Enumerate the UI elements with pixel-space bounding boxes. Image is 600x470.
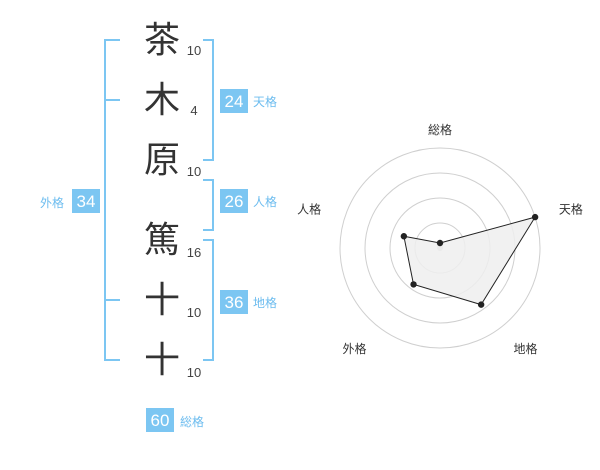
stroke-count-3: 10 bbox=[187, 164, 201, 179]
radar-point bbox=[400, 233, 408, 240]
chikaku-value: 36 bbox=[225, 293, 244, 312]
name-char-1: 茶 bbox=[144, 20, 180, 61]
radar-axis-label: 地格 bbox=[514, 341, 538, 356]
name-char-2: 木 bbox=[144, 80, 180, 121]
radar-polygon bbox=[403, 216, 537, 306]
soukaku-label: 総格 bbox=[180, 414, 204, 429]
tenkaku-box bbox=[220, 89, 248, 113]
jinkaku-value: 26 bbox=[225, 192, 244, 211]
tenkaku-value: 24 bbox=[225, 92, 244, 111]
stroke-count-2: 4 bbox=[190, 103, 197, 118]
radar-point bbox=[410, 281, 417, 288]
soukaku-box bbox=[146, 408, 174, 432]
stroke-count-6: 10 bbox=[187, 365, 201, 380]
chikaku-bracket bbox=[203, 239, 214, 361]
tenkaku-label: 天格 bbox=[253, 94, 277, 109]
radar-point bbox=[436, 239, 444, 247]
gaikaku-box bbox=[72, 189, 100, 213]
jinkaku-bracket bbox=[203, 179, 214, 231]
stroke-count-4: 16 bbox=[187, 245, 201, 260]
name-char-3: 原 bbox=[144, 140, 180, 181]
gaikaku-value: 34 bbox=[77, 192, 96, 211]
name-char-4: 篤 bbox=[144, 220, 180, 261]
radar-ring bbox=[339, 147, 541, 349]
name-char-6: 十 bbox=[144, 340, 180, 381]
radar-axis-label: 外格 bbox=[342, 341, 366, 356]
jinkaku-label: 人格 bbox=[253, 194, 277, 209]
chikaku-label: 地格 bbox=[253, 295, 277, 310]
gaikaku-label: 外格 bbox=[40, 195, 64, 210]
radar-axis-label: 総格 bbox=[428, 122, 452, 137]
radar-point bbox=[531, 213, 539, 221]
radar-axis-label: 天格 bbox=[559, 201, 583, 216]
stroke-count-1: 10 bbox=[187, 43, 201, 58]
radar-point bbox=[477, 301, 485, 308]
radar-axis-label: 人格 bbox=[297, 201, 321, 216]
name-char-5: 十 bbox=[144, 280, 180, 321]
stroke-count-5: 10 bbox=[187, 305, 201, 320]
tenkaku-bracket bbox=[203, 39, 214, 161]
jinkaku-box bbox=[220, 189, 248, 213]
chikaku-box bbox=[220, 290, 248, 314]
gaikaku-bracket bbox=[104, 39, 120, 361]
soukaku-value: 60 bbox=[151, 411, 170, 430]
